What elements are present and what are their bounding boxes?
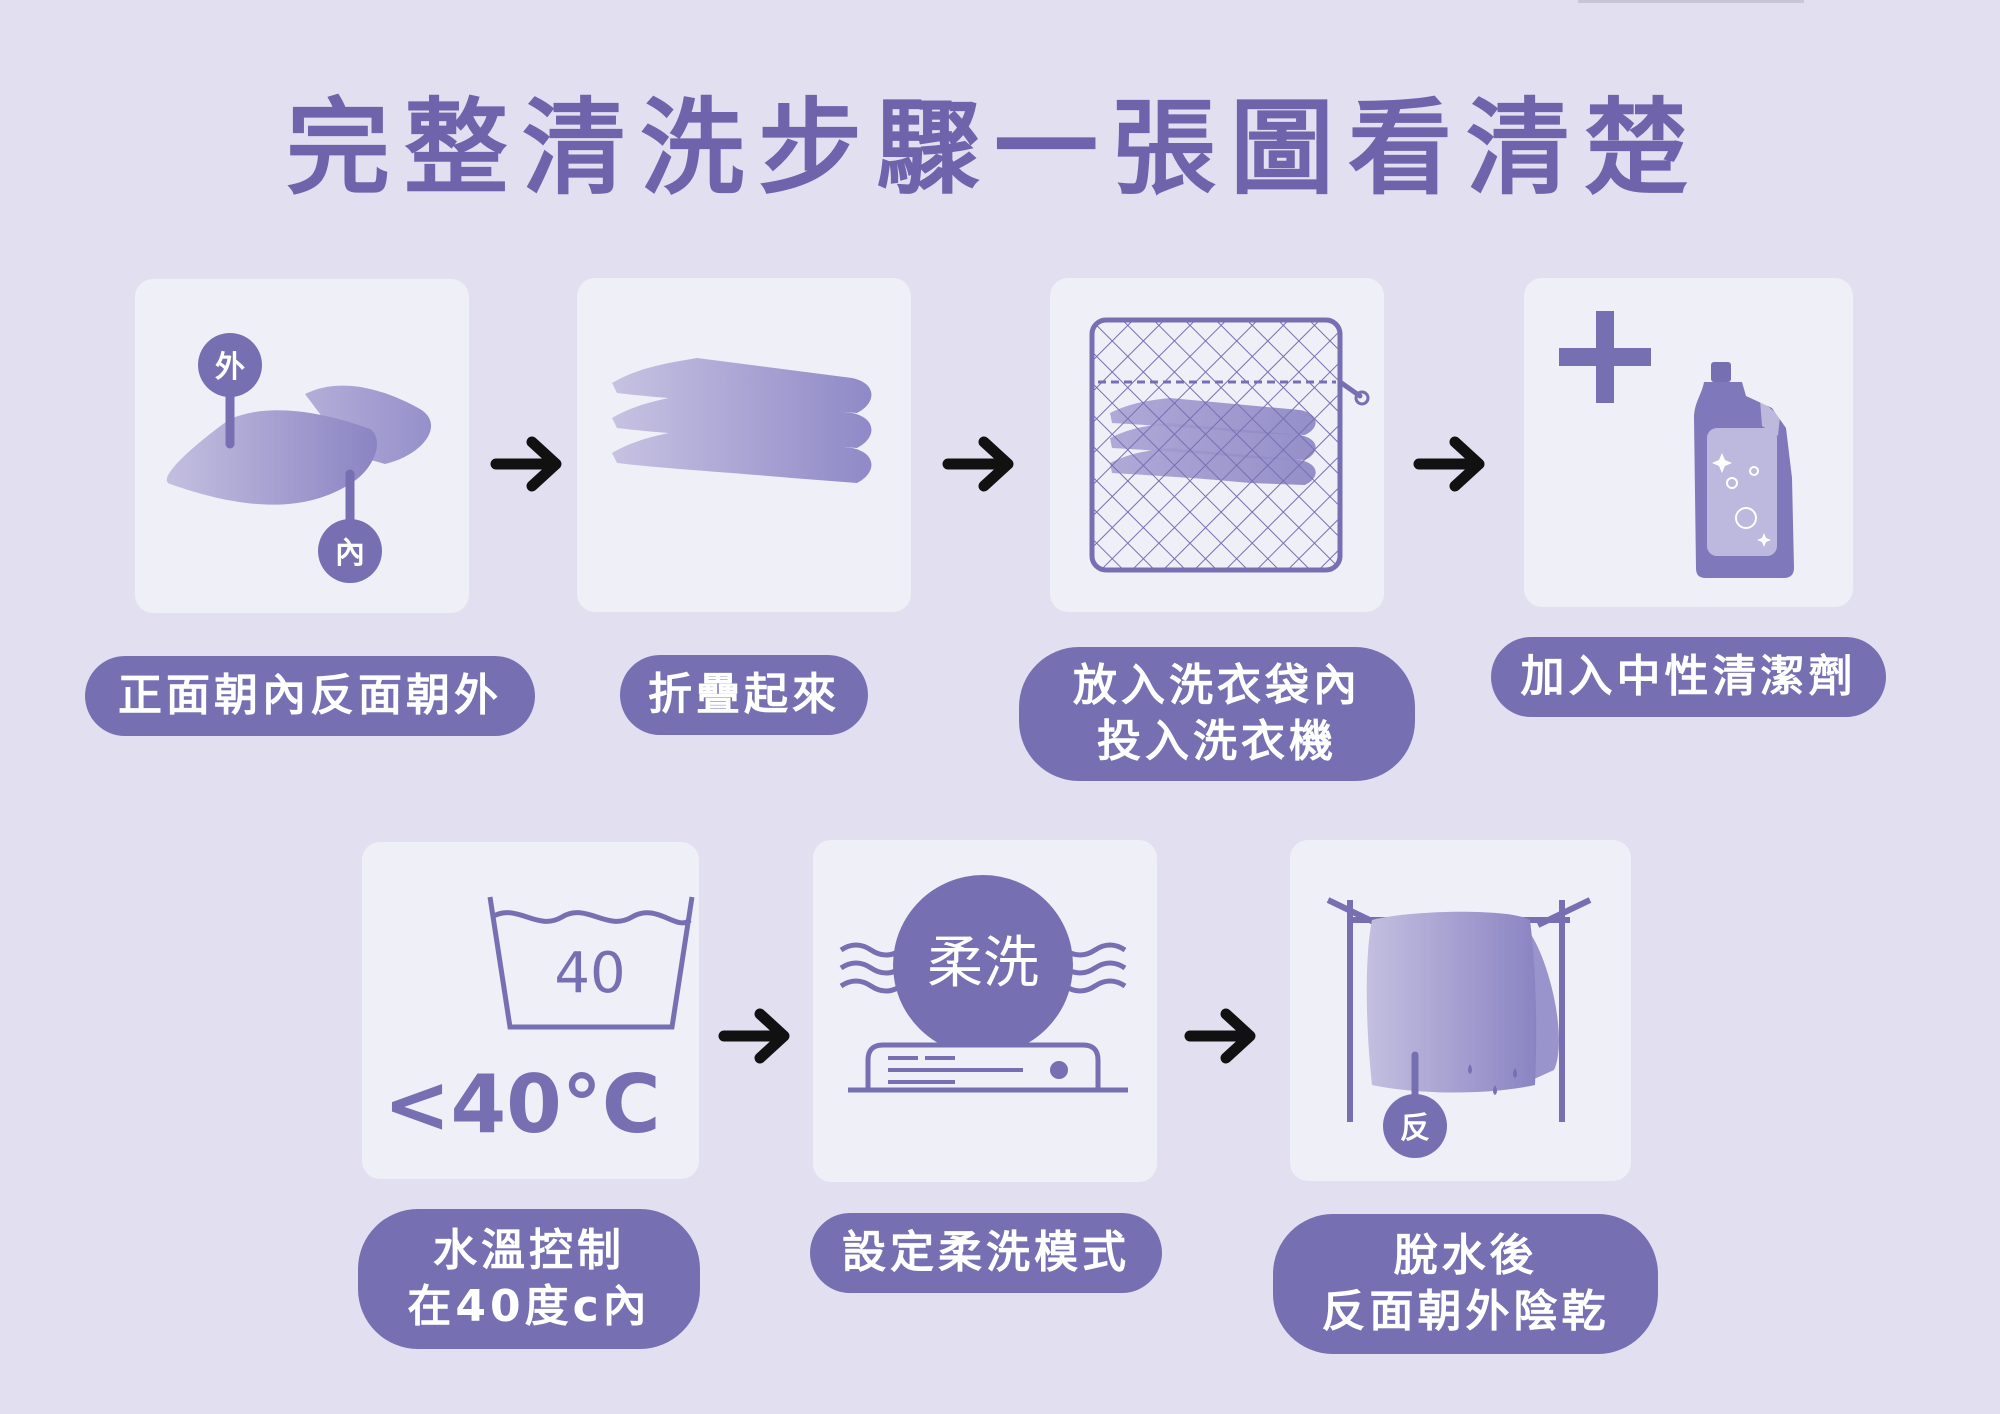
gentle-wash-machine-icon: 柔洗 — [839, 875, 1128, 1093]
step-1-label: 正面朝內反面朝外 — [85, 656, 535, 736]
step-3-label: 放入洗衣袋內 投入洗衣機 — [1019, 647, 1415, 781]
arrow-right-icon — [490, 436, 562, 492]
step-3-line-1: 放入洗衣袋內 — [1073, 660, 1361, 711]
tub-number: 40 — [554, 941, 625, 1006]
step-4-card: + — [1524, 278, 1853, 607]
step-1-line-1: 正面朝內反面朝外 — [118, 670, 502, 721]
step-3-card — [1050, 278, 1384, 612]
step-2-label: 折疊起來 — [620, 655, 868, 735]
plus-sign: + — [1524, 278, 1525, 279]
step-7-card: 反 — [1290, 840, 1631, 1181]
step-6-card: 柔洗 — [813, 840, 1157, 1182]
temperature-text: <40°C — [383, 1058, 660, 1151]
step-4-label: 加入中性清潔劑 — [1491, 637, 1886, 717]
step-5-label: 水溫控制 在40度c內 — [358, 1209, 700, 1349]
step-3-line-2: 投入洗衣機 — [1097, 716, 1337, 767]
step-5-line-2: 在40度c內 — [407, 1281, 651, 1332]
outside-badge: 外 — [215, 350, 245, 385]
page-title: 完整清洗步驟一張圖看清楚 — [285, 87, 1702, 209]
inside-badge: 內 — [335, 536, 365, 571]
step-6-label: 設定柔洗模式 — [810, 1213, 1162, 1293]
step-7-label: 脫水後 反面朝外陰乾 — [1273, 1214, 1658, 1354]
step-6-line-1: 設定柔洗模式 — [842, 1227, 1130, 1278]
arrow-right-icon — [718, 1008, 790, 1064]
arrow-right-icon — [1184, 1008, 1256, 1064]
laundry-net-bag-icon — [1089, 317, 1370, 573]
arrow-right-icon — [1413, 436, 1485, 492]
step-2-line-1: 折疊起來 — [648, 669, 840, 720]
step-7-line-1: 脫水後 — [1393, 1230, 1538, 1281]
step-1-card: 外 內 — [135, 279, 469, 613]
folded-towels-icon — [612, 358, 872, 483]
wash-tub-40-icon: 40 <40°C — [383, 896, 695, 1151]
top-edge-bar — [1578, 0, 1804, 3]
drying-rack-icon: 反 — [1326, 897, 1592, 1158]
step-5-card: 40 <40°C — [362, 842, 699, 1179]
gentle-wash-badge: 柔洗 — [927, 931, 1039, 996]
towel-inside-out-icon: 外 內 — [166, 333, 432, 583]
arrow-right-icon — [942, 436, 1014, 492]
step-5-line-1: 水溫控制 — [433, 1225, 625, 1276]
step-7-line-2: 反面朝外陰乾 — [1321, 1286, 1610, 1337]
step-4-line-1: 加入中性清潔劑 — [1520, 651, 1857, 702]
step-2-card — [577, 278, 911, 612]
reverse-badge: 反 — [1400, 1111, 1430, 1146]
detergent-bottle-icon: + — [1524, 278, 1794, 578]
